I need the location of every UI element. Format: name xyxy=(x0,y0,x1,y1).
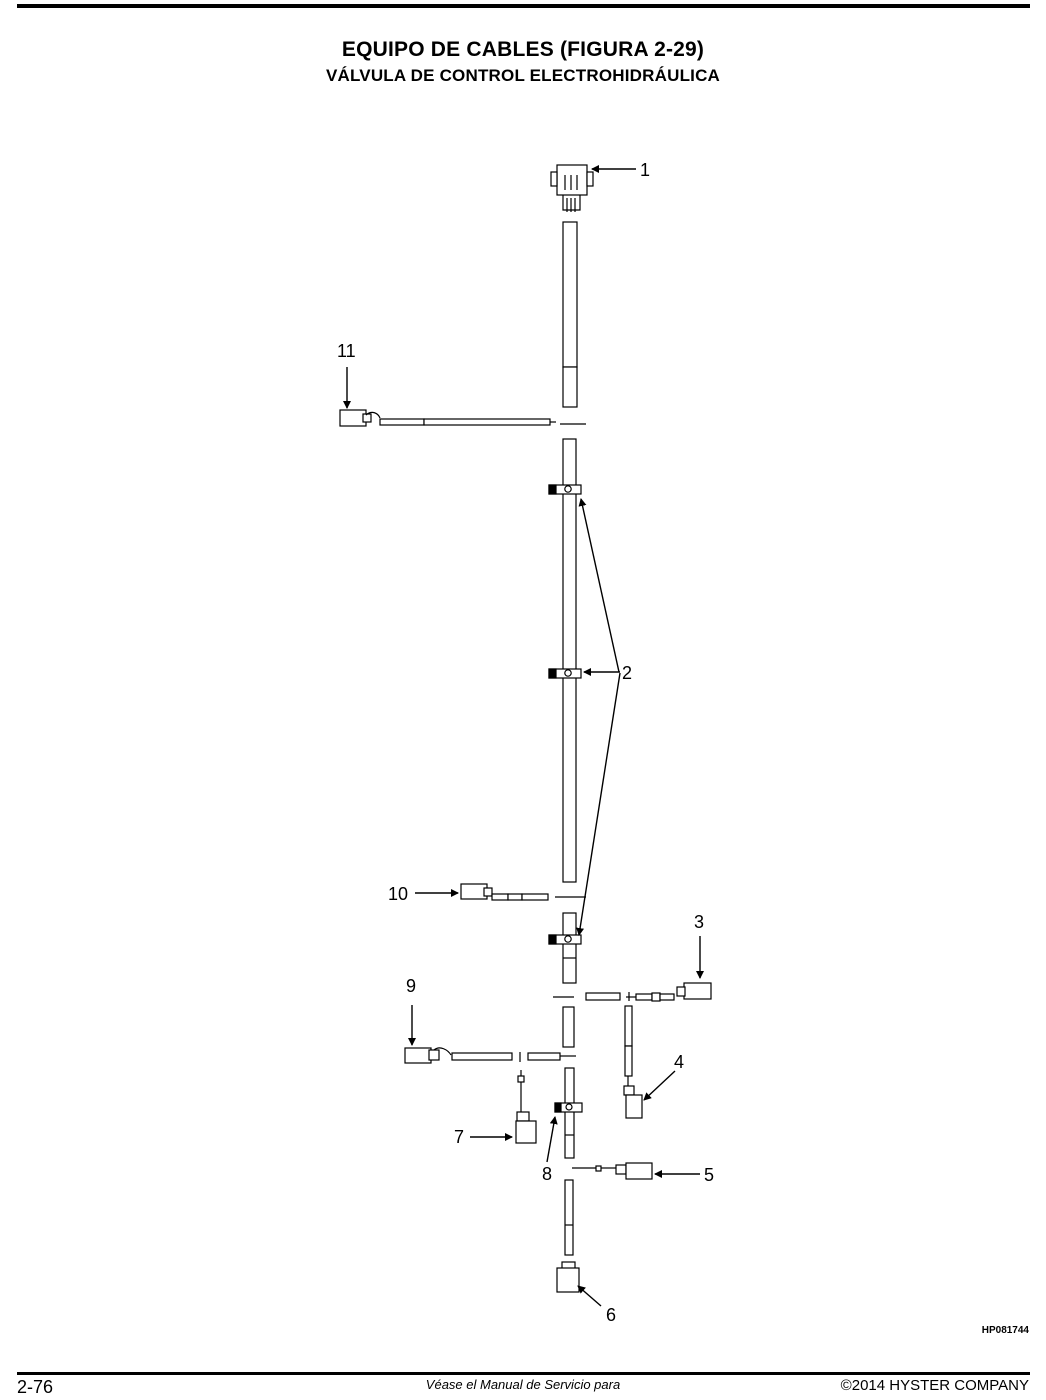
callout-9: 9 xyxy=(406,976,417,996)
cable-sleeve-center xyxy=(562,1006,575,1048)
callout-11: 11 xyxy=(337,341,356,361)
callout-10: 10 xyxy=(388,884,409,904)
connector-6 xyxy=(556,1179,580,1293)
callout-2: 2 xyxy=(622,663,633,683)
page-subtitle: VÁLVULA DE CONTROL ELECTROHIDRÁULICA xyxy=(325,66,721,85)
connector-4 xyxy=(623,1005,643,1119)
copyright-notice: ©2014 HYSTER COMPANY xyxy=(840,1377,1029,1394)
clamp-lower xyxy=(548,934,582,945)
cable-sleeve-upper-end xyxy=(562,366,578,408)
connector-9 xyxy=(404,1047,561,1064)
connector-11 xyxy=(339,409,556,427)
footer-reference-text: Véase el Manual de Servicio para xyxy=(425,1377,621,1392)
callout-5: 5 xyxy=(704,1165,715,1185)
cable-sleeve-center-lower xyxy=(564,1067,575,1159)
callout-3: 3 xyxy=(694,912,705,932)
page-number: 2-76 xyxy=(17,1377,54,1397)
callout-4: 4 xyxy=(674,1052,685,1072)
cable-sleeve-lower xyxy=(562,912,577,984)
callout-1: 1 xyxy=(640,160,651,180)
callout-6: 6 xyxy=(606,1305,617,1325)
bottom-rule xyxy=(17,1372,1030,1375)
page-title: EQUIPO DE CABLES (FIGURA 2-29) xyxy=(341,38,705,61)
connector-3 xyxy=(585,982,712,1002)
connector-1 xyxy=(550,164,594,212)
connector-7 xyxy=(515,1070,537,1144)
callout-8: 8 xyxy=(542,1164,553,1184)
clamp-middle xyxy=(548,668,582,679)
cable-sleeve-main xyxy=(562,438,577,883)
figure-code: HP081744 xyxy=(981,1325,1029,1336)
connector-10 xyxy=(460,883,549,901)
callout-7: 7 xyxy=(454,1127,465,1147)
clamp-8 xyxy=(554,1102,583,1113)
clamp-upper xyxy=(548,484,582,495)
cable-sleeve-upper xyxy=(562,221,578,368)
top-rule xyxy=(17,4,1030,8)
connector-5 xyxy=(595,1162,653,1180)
